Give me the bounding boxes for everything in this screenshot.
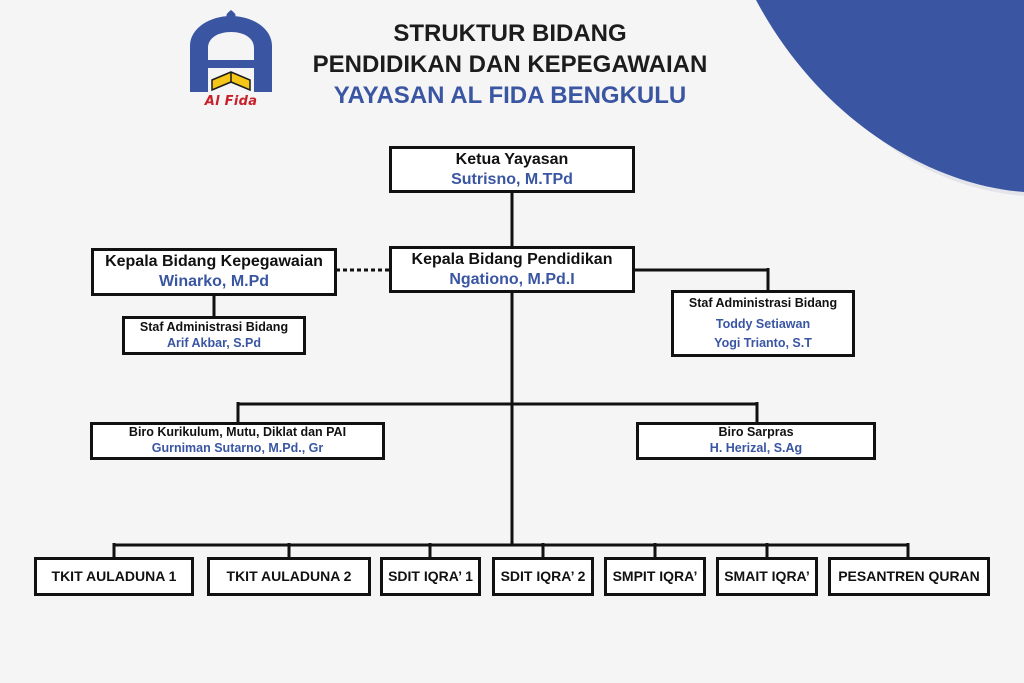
kabid-pendidikan-role: Kepala Bidang Pendidikan (411, 250, 613, 268)
kabid-pendidikan-name: Ngationo, M.Pd.I (449, 270, 575, 288)
kabid-kepegawaian-role: Kepala Bidang Kepegawaian (105, 253, 323, 270)
unit-label: SMAIT IQRA’ (724, 567, 810, 584)
unit-label: PESANTREN QURAN (838, 567, 980, 584)
unit-label: SDIT IQRA’ 1 (388, 567, 473, 584)
biro-sarpras-role: Biro Sarpras (718, 425, 794, 440)
page-title-line-3: YAYASAN AL FIDA BENGKULU (333, 82, 687, 109)
ketua-name: Sutrisno, M.TPd (451, 170, 573, 188)
kabid-kepegawaian-box: Kepala Bidang Kepegawaian Winarko, M.Pd (91, 248, 337, 296)
staf-pendidikan-name-1: Toddy Setiawan (715, 317, 811, 332)
staf-kepegawaian-box: Staf Administrasi Bidang Arif Akbar, S.P… (122, 316, 306, 355)
unit-box-smpit: SMPIT IQRA’ (604, 557, 706, 596)
biro-sarpras-name: H. Herizal, S.Ag (709, 441, 803, 455)
unit-box-smait: SMAIT IQRA’ (716, 557, 818, 596)
unit-label: SDIT IQRA’ 2 (500, 567, 586, 584)
staf-pendidikan-name-2: Yogi Trianto, S.T (714, 335, 812, 350)
kabid-pendidikan-box: Kepala Bidang Pendidikan Ngationo, M.Pd.… (389, 246, 635, 293)
ketua-role: Ketua Yayasan (455, 150, 569, 168)
staf-kepegawaian-role: Staf Administrasi Bidang (139, 319, 289, 334)
unit-box-sdit-2: SDIT IQRA’ 2 (492, 557, 594, 596)
page-title-line-2: PENDIDIKAN DAN KEPEGAWAIAN (312, 51, 708, 78)
kabid-kepegawaian-name: Winarko, M.Pd (158, 273, 270, 290)
unit-box-sdit-1: SDIT IQRA’ 1 (380, 557, 481, 596)
staf-kepegawaian-name: Arif Akbar, S.Pd (166, 335, 261, 350)
staf-pendidikan-role: Staf Administrasi Bidang (688, 295, 838, 310)
logo-text: Al Fida (204, 94, 258, 109)
unit-box-tkit-1: TKIT AULADUNA 1 (34, 557, 194, 596)
biro-kurikulum-box: Biro Kurikulum, Mutu, Diklat dan PAI Gur… (90, 422, 385, 460)
unit-label: SMPIT IQRA’ (612, 567, 698, 584)
al-fida-logo: Al Fida (182, 10, 280, 110)
page-title-line-1: STRUKTUR BIDANG (393, 20, 627, 47)
unit-box-pesantren: PESANTREN QURAN (828, 557, 990, 596)
biro-kurikulum-role: Biro Kurikulum, Mutu, Diklat dan PAI (128, 425, 347, 440)
unit-box-tkit-2: TKIT AULADUNA 2 (207, 557, 371, 596)
staf-pendidikan-box: Staf Administrasi Bidang Toddy Setiawan … (671, 290, 855, 357)
biro-sarpras-box: Biro Sarpras H. Herizal, S.Ag (636, 422, 876, 460)
biro-kurikulum-name: Gurniman Sutarno, M.Pd., Gr (151, 441, 324, 455)
unit-label: TKIT AULADUNA 2 (226, 567, 352, 584)
logo-arch-icon (190, 10, 272, 92)
unit-label: TKIT AULADUNA 1 (51, 567, 177, 584)
ketua-yayasan-box: Ketua Yayasan Sutrisno, M.TPd (389, 146, 635, 193)
